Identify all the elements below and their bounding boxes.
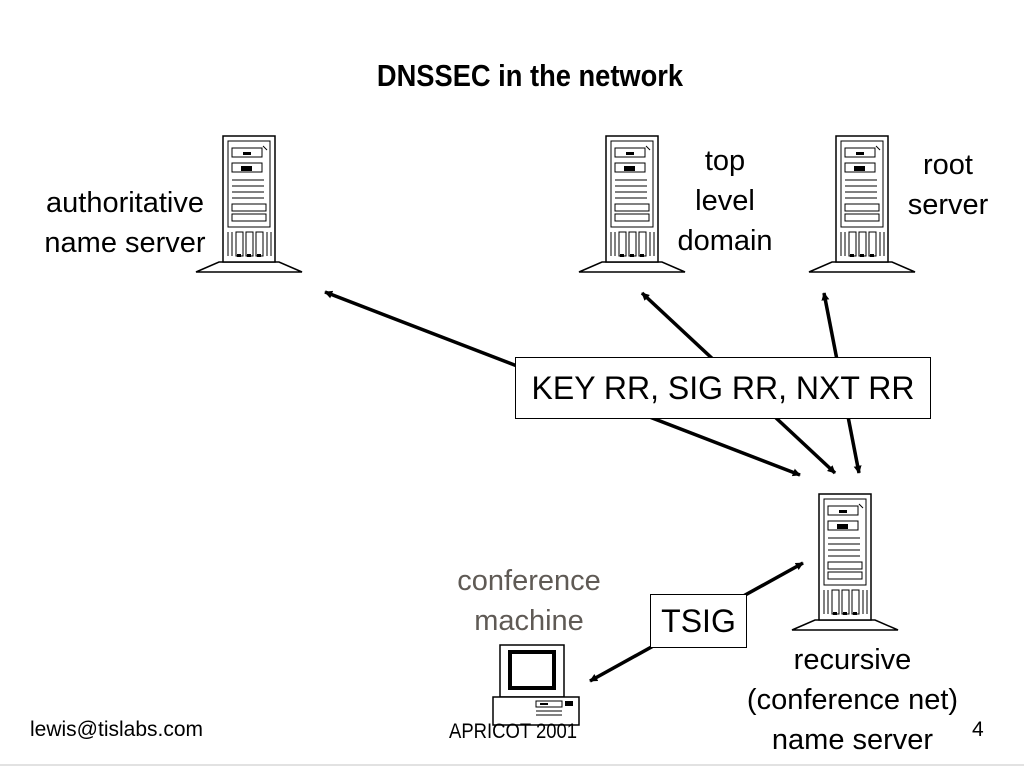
recursive-server-icon <box>791 493 899 631</box>
records-box: KEY RR, SIG RR, NXT RR <box>515 357 931 419</box>
conference-label: conference machine <box>444 561 614 641</box>
recursive-label-line2: (conference net) <box>746 684 959 716</box>
footer-email: lewis@tislabs.com <box>30 718 204 741</box>
tsig-box: TSIG <box>650 594 747 648</box>
authoritative-label-line1: authoritative <box>46 187 204 219</box>
recursive-label: recursive (conference net) name server <box>740 640 965 760</box>
workstation-icon <box>492 644 580 726</box>
tld-label-line1: top <box>704 145 746 177</box>
recursive-label-line3: name server <box>771 724 934 756</box>
tld-label-line2: level <box>695 185 755 217</box>
authoritative-label: authoritative name server <box>40 183 210 263</box>
authoritative-label-line2: name server <box>44 227 206 259</box>
root-label-line1: root <box>923 149 973 181</box>
root-label-line2: server <box>907 189 989 221</box>
slide-title: DNSSEC in the network <box>376 58 684 93</box>
conference-label-line2: machine <box>474 605 584 637</box>
recursive-label-line1: recursive <box>793 644 912 676</box>
authoritative-server-icon <box>195 135 303 273</box>
page-number: 4 <box>972 718 984 741</box>
tld-label-line3: domain <box>677 225 773 257</box>
footer-event: APRICOT 2001 <box>449 720 578 743</box>
root-label: root server <box>898 145 998 225</box>
conference-label-line1: conference <box>457 565 601 597</box>
tld-label: top level domain <box>665 141 785 261</box>
